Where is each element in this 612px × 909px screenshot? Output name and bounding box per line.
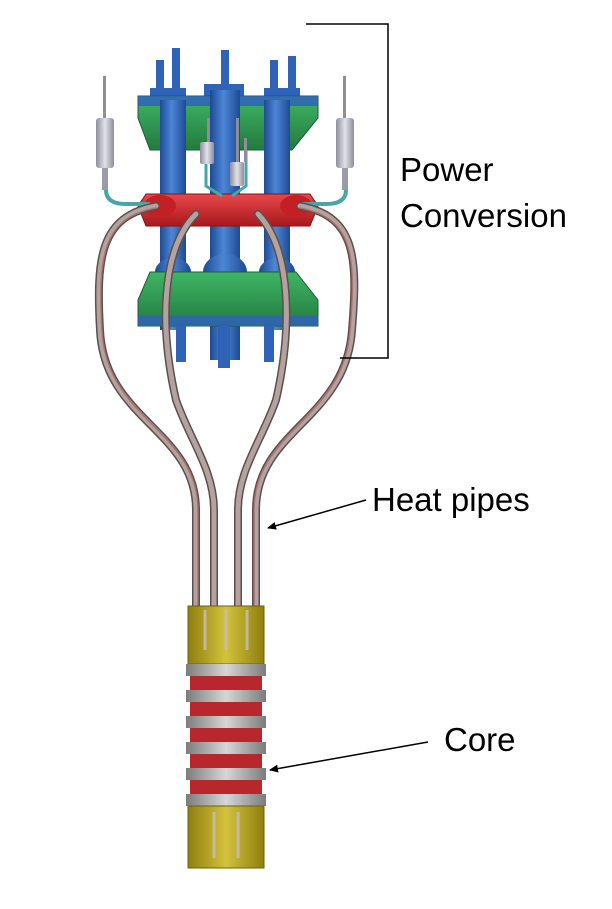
core-bottom-reflector: [187, 805, 265, 869]
core-fuel-stack: [186, 664, 266, 806]
cooling-line-right: [302, 189, 348, 206]
core-label: Core: [444, 721, 516, 758]
cooling-line-left: [104, 189, 150, 206]
core-arrow: [269, 741, 429, 773]
heat-pipe-icon: [94, 202, 359, 644]
power-conversion-label-line2: Conversion: [400, 197, 567, 234]
reactor-core-icon: [186, 605, 266, 869]
power-conversion-assembly: [96, 48, 354, 368]
power-conversion-label-line1: Power: [400, 151, 494, 188]
heat-pipes-arrow: [267, 499, 367, 530]
actuator-rods: [96, 76, 354, 190]
power-conversion-bracket: [306, 23, 389, 359]
heat-pipes-label: Heat pipes: [372, 481, 530, 518]
